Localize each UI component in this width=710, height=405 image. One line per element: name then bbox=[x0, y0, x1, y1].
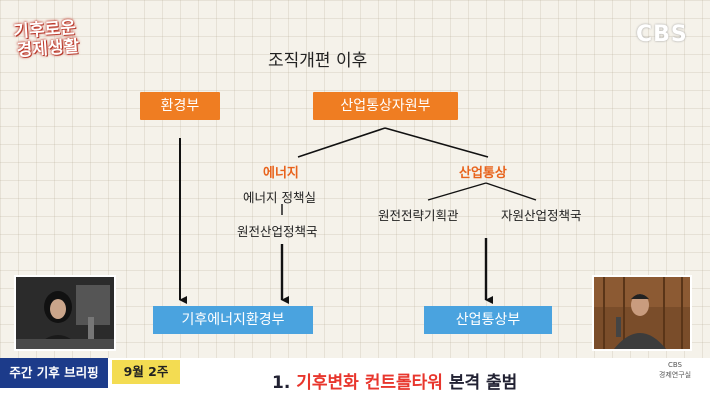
cbs-logo: CBS bbox=[636, 22, 688, 47]
climate-energy-env-ministry-box: 기후에너지환경부 bbox=[153, 306, 313, 334]
nuclear-strategy-label: 원전전략기획관 bbox=[378, 208, 459, 223]
nuclear-bureau-label: 원전산업정책국 bbox=[237, 224, 318, 239]
whiteboard bbox=[0, 0, 710, 360]
energy-label: 에너지 bbox=[263, 166, 299, 181]
seal-top-text: CBS bbox=[667, 361, 682, 369]
industry-trade-ministry-box: 산업통상부 bbox=[424, 306, 552, 334]
diagram-title: 조직개편 이후 bbox=[268, 51, 368, 71]
headline-highlight: 기후변화 컨트롤타워 bbox=[296, 373, 443, 393]
trade-label: 산업통상 bbox=[459, 166, 507, 181]
industry-ministry-box: 산업통상자원부 bbox=[313, 92, 458, 120]
headline-rest: 본격 출범 bbox=[448, 373, 518, 393]
guest-camera-right bbox=[592, 275, 692, 351]
host-camera-left bbox=[14, 275, 116, 351]
guest-video-image bbox=[594, 277, 690, 349]
env-ministry-box: 환경부 bbox=[140, 92, 220, 120]
host-video-image bbox=[16, 277, 114, 349]
branch-to-nuclear-strategy bbox=[427, 182, 487, 201]
seal-bottom-text: 경제연구실 bbox=[658, 371, 692, 379]
diagram-connectors bbox=[179, 127, 537, 304]
week-badge: 9월 2주 bbox=[112, 360, 180, 384]
branch-to-trade bbox=[384, 127, 489, 158]
headline-number: 1. bbox=[272, 373, 291, 393]
research-lab-seal: CBS 경제연구실 bbox=[655, 360, 695, 390]
resource-bureau-label: 자원산업정책국 bbox=[501, 208, 582, 223]
segment-badge: 주간 기후 브리핑 bbox=[0, 358, 108, 388]
branch-to-energy bbox=[297, 127, 386, 158]
energy-office-label: 에너지 정책실 bbox=[243, 190, 316, 205]
branch-to-resource-bureau bbox=[485, 182, 537, 201]
headline: 1. 기후변화 컨트롤타워 본격 출범 bbox=[272, 368, 517, 393]
